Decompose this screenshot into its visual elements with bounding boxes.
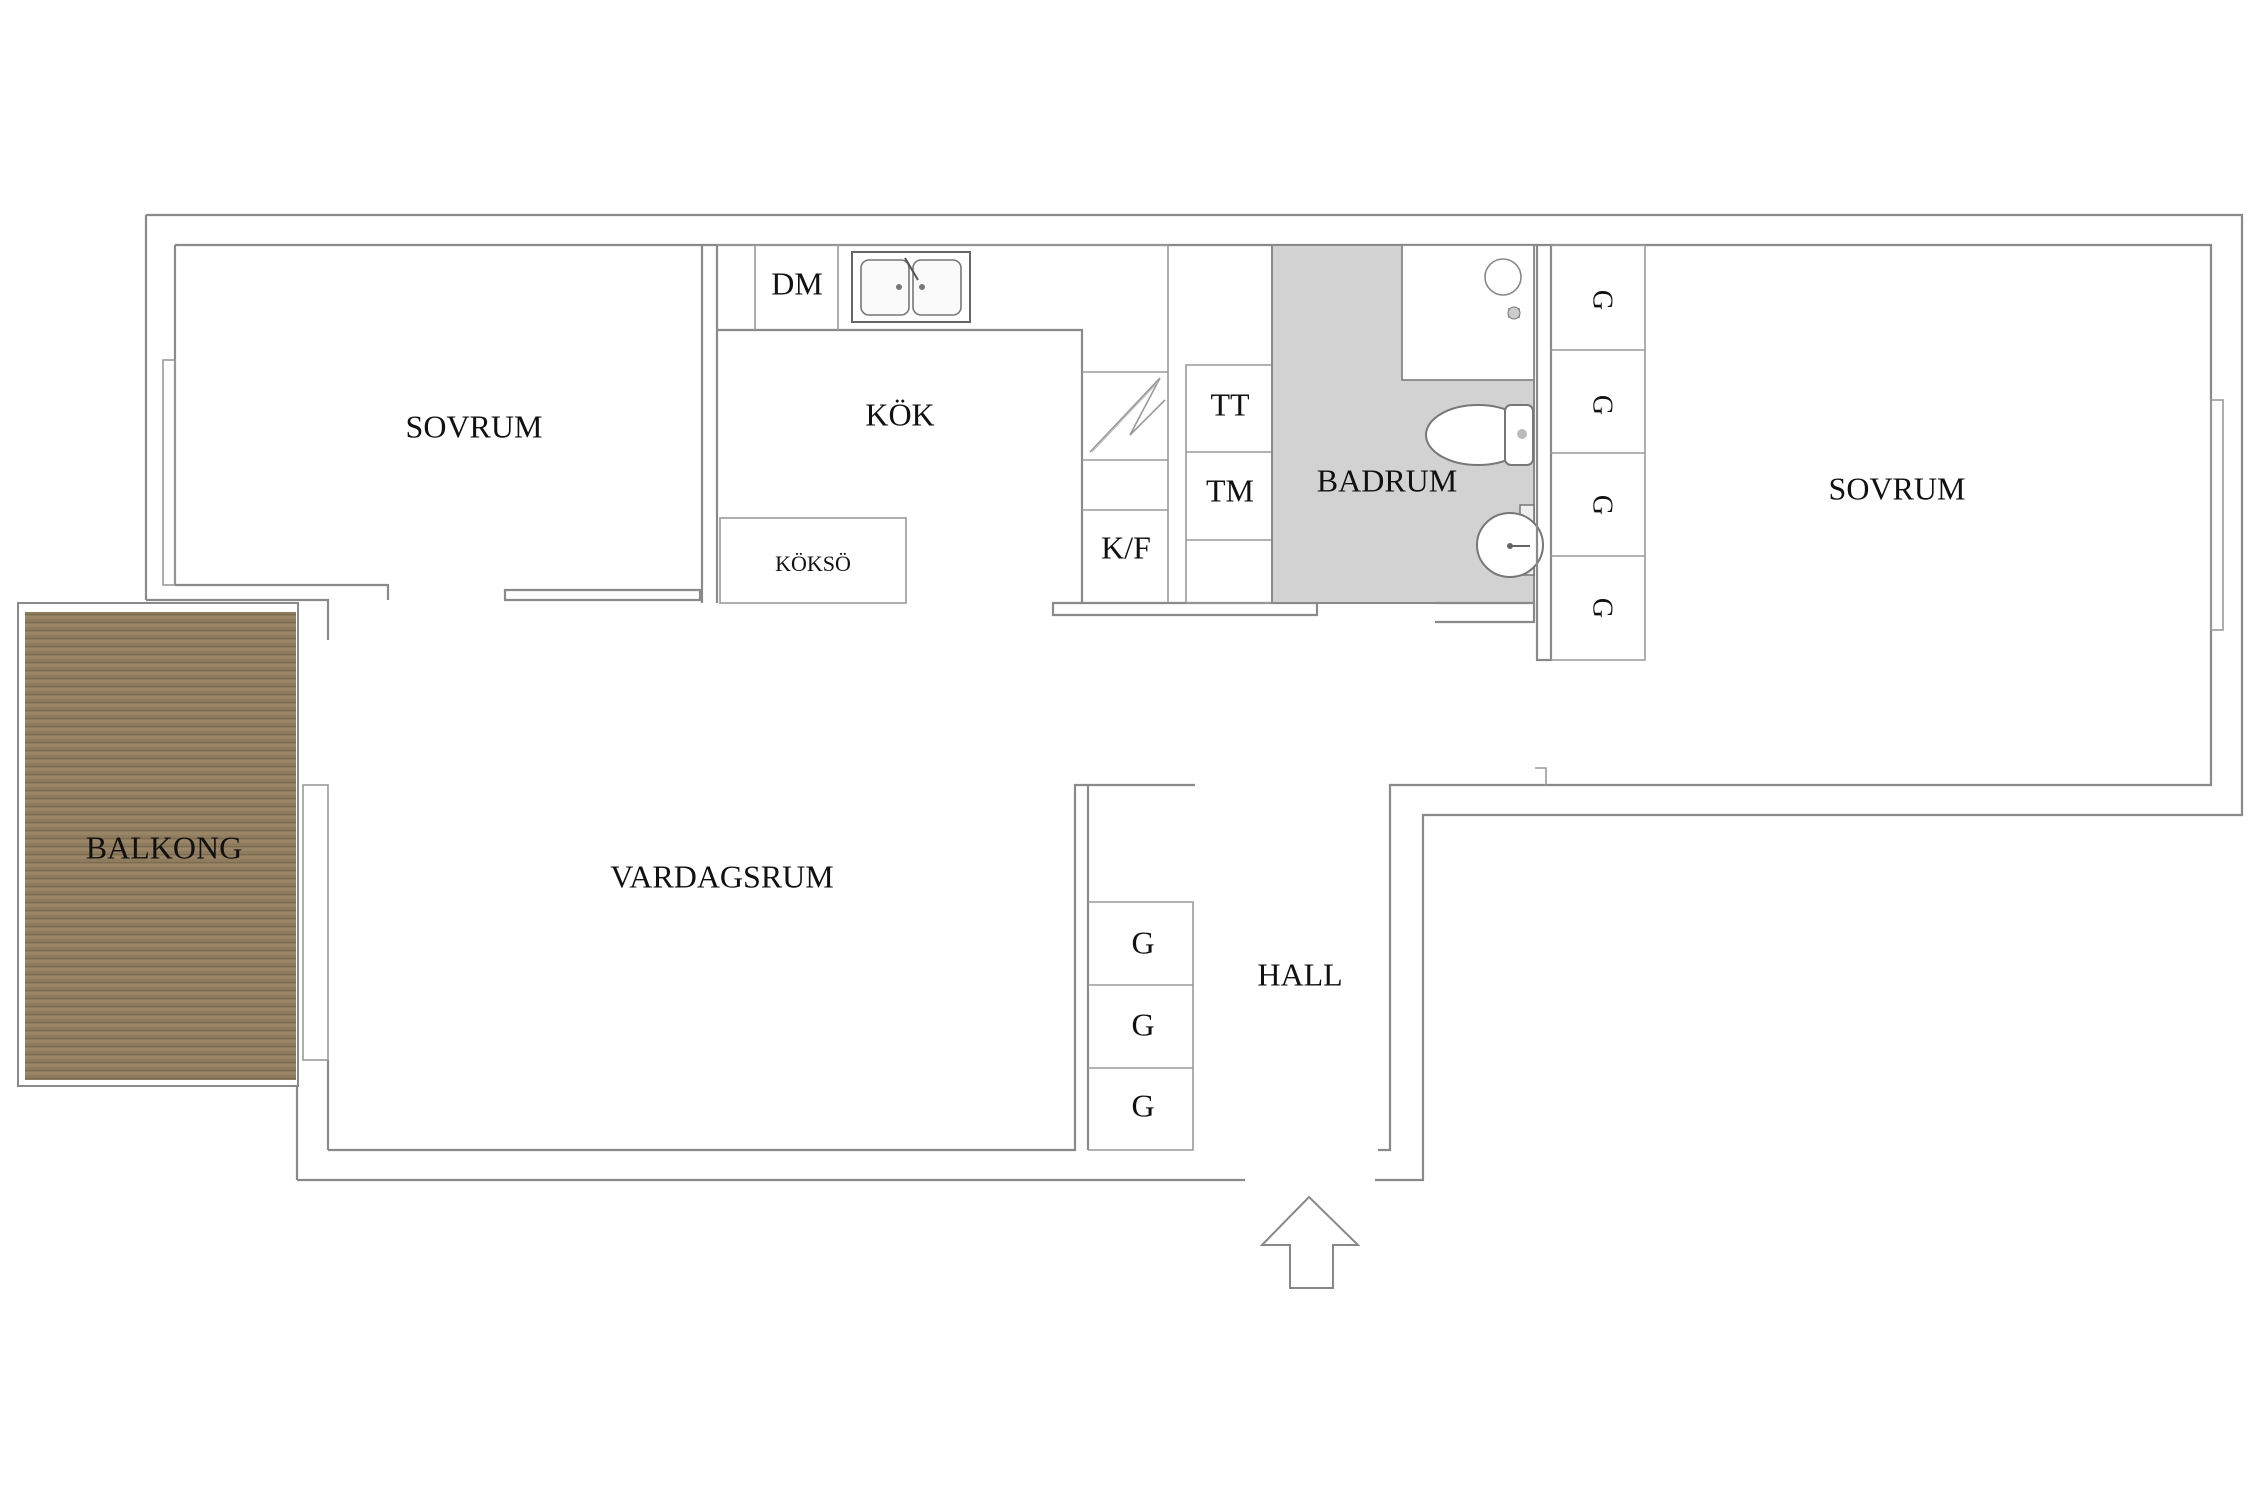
wardrobe-label: G [1587, 495, 1618, 515]
room-label-kok: KÖK [865, 396, 934, 432]
double-sink-icon [851, 251, 971, 323]
shower-icon [1401, 244, 1535, 381]
room-label-vardagsrum: VARDAGSRUM [610, 858, 833, 894]
kitchen [717, 244, 1319, 617]
kitchen-island-label: KÖKSÖ [775, 551, 851, 576]
stove-icon [1089, 377, 1166, 453]
toilet-icon [1425, 404, 1534, 466]
washbasin-icon [1476, 504, 1544, 578]
room-label-balkong: BALKONG [86, 829, 242, 865]
appliance-label-tt: TT [1210, 386, 1250, 422]
room-label-sovrum-right: SOVRUM [1829, 470, 1966, 506]
balcony-deck [25, 612, 296, 1080]
wardrobe-label: G [1587, 598, 1618, 618]
wardrobe-label: G [1587, 290, 1618, 310]
room-label-hall: HALL [1257, 956, 1342, 992]
hall-wardrobes [1086, 785, 1194, 1151]
balcony [17, 602, 299, 1087]
appliance-label-tm: TM [1206, 472, 1254, 508]
wardrobe-label: G [1131, 924, 1154, 960]
windows [162, 359, 2224, 1061]
appliance-label-dm: DM [771, 265, 823, 301]
bathroom [1271, 244, 1544, 624]
entrance-arrow-icon [1259, 1195, 1361, 1289]
appliance-label-kf: K/F [1101, 529, 1151, 565]
right-bedroom-walls [1535, 244, 1646, 785]
room-label-badrum: BADRUM [1317, 462, 1457, 498]
exterior-walls [144, 213, 2244, 1182]
wardrobe-label: G [1587, 395, 1618, 415]
wardrobe-label: G [1131, 1006, 1154, 1042]
left-bedroom-walls [146, 245, 719, 640]
wardrobe-label: G [1131, 1087, 1154, 1123]
room-label-sovrum-left: SOVRUM [406, 408, 543, 444]
kitchen-island [719, 517, 907, 604]
